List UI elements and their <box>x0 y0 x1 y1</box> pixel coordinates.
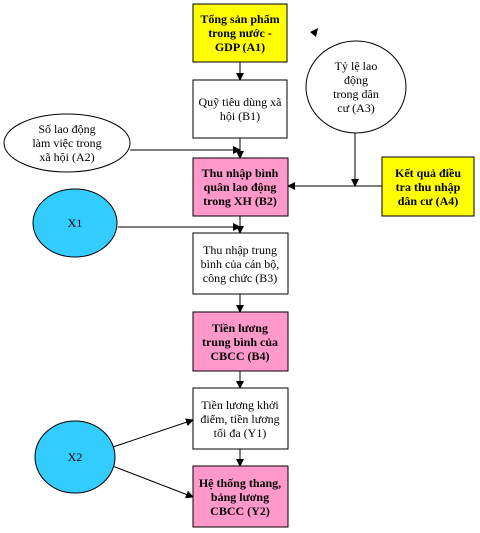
node-y2-box <box>192 465 289 528</box>
node-a4-line: Kết quả điều <box>395 166 461 180</box>
node-b3-line: bình của cán bộ, <box>201 257 280 271</box>
node-a3-line: động <box>344 73 368 87</box>
node-y1-box <box>192 387 289 450</box>
node-a4-line: tra thu nhập <box>396 180 461 194</box>
node-b2-line: quân lao động <box>204 180 277 194</box>
node-x1: X1 <box>32 188 118 258</box>
node-a1-line: GDP (A1) <box>215 40 265 54</box>
node-b2-line: Thu nhập bình <box>202 166 279 180</box>
node-b2-line: trong XH (B2) <box>203 194 277 208</box>
node-b1-line: Quỹ tiêu dùng xã <box>199 95 283 109</box>
node-b2-box <box>192 157 289 217</box>
node-x2: X2 <box>34 420 116 494</box>
node-a4-line: dân cư (A4) <box>398 194 459 208</box>
node-b4-line: trung bình của <box>202 335 278 349</box>
node-b3-line: công chức (B3) <box>203 271 277 285</box>
node-x2-ellipse <box>34 420 116 494</box>
connectors <box>109 62 382 499</box>
node-x1-ellipse <box>32 188 118 258</box>
node-y1-line: tối đa (Y1) <box>214 426 267 440</box>
node-y2-line: bảng lương <box>211 490 269 504</box>
node-a1-line: Tổng sản phẩm <box>200 12 279 26</box>
node-b3-line: Thu nhập trung <box>203 243 277 257</box>
node-a2-ellipse <box>3 113 131 173</box>
node-x1-text: X1 <box>68 216 83 230</box>
pointer-triangle-icon <box>310 28 318 37</box>
node-b4-box <box>192 311 289 372</box>
node-a3-ellipse <box>305 40 407 134</box>
node-y2-line: Hệ thống thang, <box>199 476 281 490</box>
node-y1-line: điểm, tiền lương <box>200 412 279 426</box>
node-x1-line: X1 <box>68 216 83 230</box>
node-b4-line: CBCC (B4) <box>211 349 270 363</box>
node-y2-line: CBCC (Y2) <box>210 504 270 518</box>
node-x2-line: X2 <box>68 450 83 464</box>
node-x2-text: X2 <box>68 450 83 464</box>
node-b1-box <box>192 79 288 139</box>
node-y1-line: Tiền lương khởi <box>201 398 279 412</box>
node-b4-line: Tiền lương <box>212 321 268 335</box>
node-a1-box <box>192 3 288 63</box>
node-a1-line: trong nước - <box>208 26 272 40</box>
arrow-x2-y1 <box>109 418 194 449</box>
node-a2-line: làm việc trong <box>32 136 101 150</box>
node-b3-box <box>192 232 289 295</box>
node-a3-line: cư (A3) <box>337 101 375 115</box>
node-a2-line: xã hội (A2) <box>39 150 94 164</box>
node-a4-box <box>381 156 475 217</box>
node-a3-line: Tỷ lệ lao <box>335 59 378 73</box>
node-b1-line: hội (B1) <box>220 109 260 123</box>
node-a3-line: trong dân <box>333 87 379 101</box>
node-a2-line: Số lao động <box>38 122 95 136</box>
arrow-x2-y2 <box>109 464 194 499</box>
